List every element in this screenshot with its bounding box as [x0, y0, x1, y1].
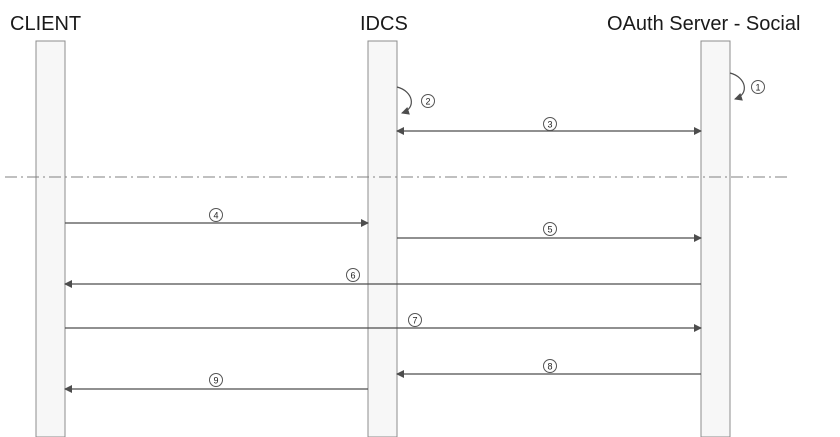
self-message-1-arrow [729, 72, 745, 101]
step-3-badge: 3 [543, 117, 557, 131]
step-1-badge: 1 [751, 80, 765, 94]
lifeline-idcs [367, 40, 398, 437]
step-4-badge: 4 [209, 208, 223, 222]
svg-text:7: 7 [412, 316, 417, 326]
lifeline-oauth [700, 40, 731, 437]
svg-text:8: 8 [547, 362, 552, 372]
svg-text:4: 4 [213, 211, 218, 221]
participant-title-client: CLIENT [10, 13, 81, 35]
svg-text:1: 1 [755, 83, 760, 93]
lifeline-client [35, 40, 66, 437]
participant-title-idcs: IDCS [360, 13, 408, 35]
svg-text:2: 2 [425, 97, 430, 107]
participant-title-oauth: OAuth Server - Social [607, 13, 800, 35]
step-5-badge: 5 [543, 222, 557, 236]
step-2-badge: 2 [421, 94, 435, 108]
svg-text:9: 9 [213, 376, 218, 386]
step-9-badge: 9 [209, 373, 223, 387]
self-message-2-arrow [396, 86, 412, 115]
step-7-badge: 7 [408, 313, 422, 327]
svg-text:6: 6 [350, 271, 355, 281]
step-6-badge: 6 [346, 268, 360, 282]
svg-text:5: 5 [547, 225, 552, 235]
svg-text:3: 3 [547, 120, 552, 130]
step-8-badge: 8 [543, 359, 557, 373]
